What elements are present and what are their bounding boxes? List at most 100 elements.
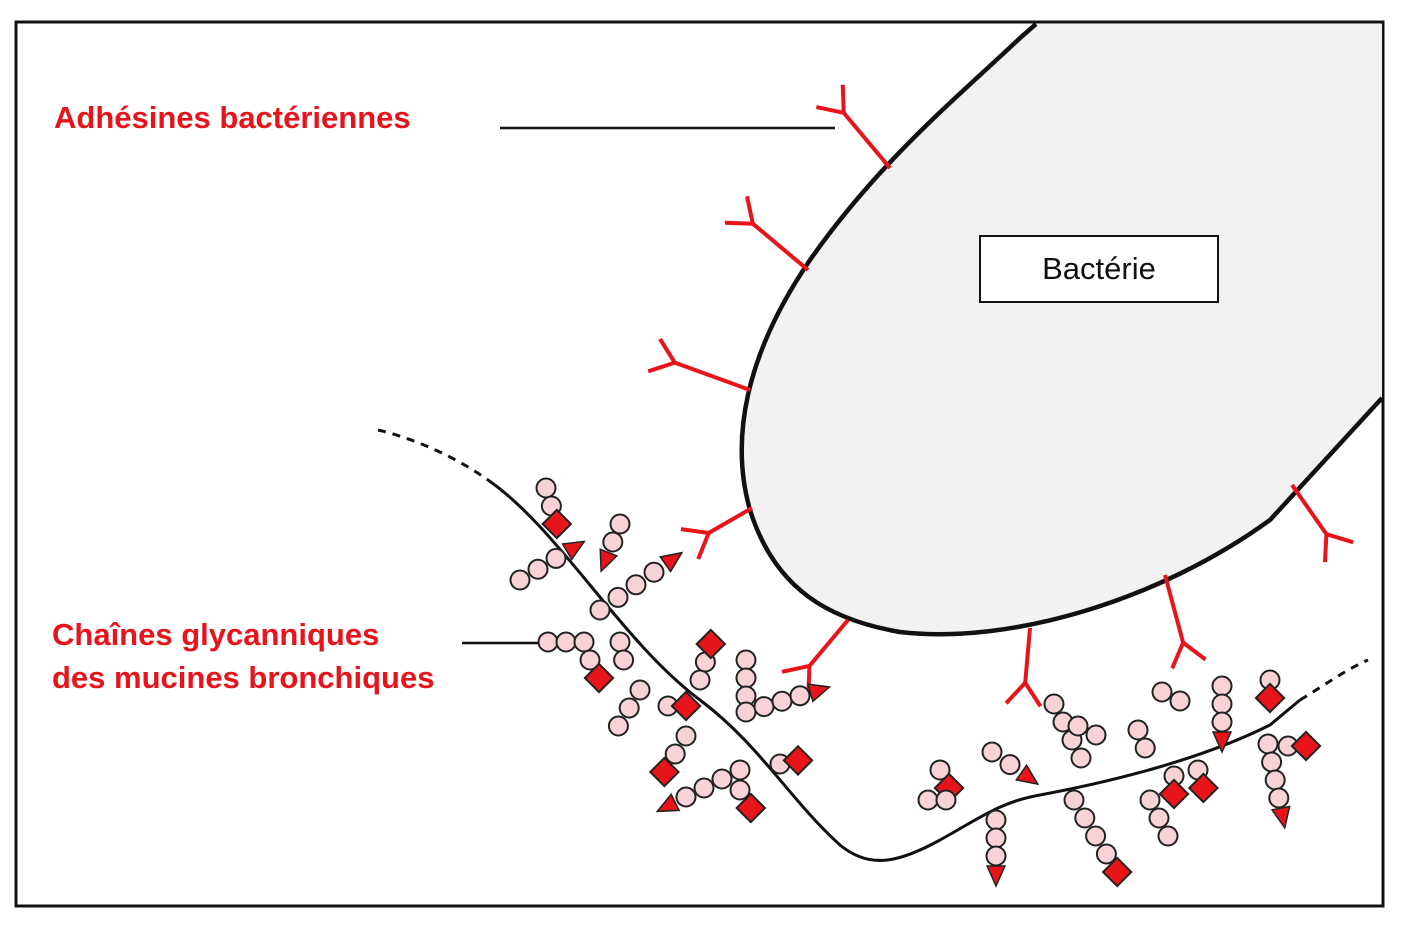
- glycan-chain: [1158, 765, 1190, 810]
- adhesin-stem: [707, 506, 754, 535]
- glycan-bead: [1095, 843, 1117, 865]
- glycan-bead: [1148, 807, 1170, 829]
- glycan-chain: [609, 631, 635, 671]
- glycan-bead: [1211, 675, 1233, 697]
- terminal-sugar-icon: [695, 628, 727, 660]
- glycan-bead: [693, 777, 715, 799]
- adhesin-icon: [647, 337, 751, 392]
- glycan-bead: [1264, 769, 1286, 791]
- glycan-bead: [753, 696, 775, 718]
- glycan-bead: [1169, 690, 1191, 712]
- adhesin-stem: [751, 222, 810, 272]
- adhesin-arm: [745, 195, 755, 225]
- glycan-chain: [1127, 719, 1156, 759]
- glycan-bead: [1139, 789, 1161, 811]
- glycan-chain: [599, 513, 631, 573]
- adhesin-stem: [1163, 574, 1186, 644]
- glycan-bead: [509, 569, 531, 591]
- adhesin-arm: [815, 105, 845, 115]
- glycan-bead: [555, 631, 577, 653]
- glycan-bead: [609, 513, 631, 535]
- terminal-sugar-icon: [583, 662, 615, 694]
- glycan-bead: [537, 631, 559, 653]
- glycan-bead: [1211, 693, 1233, 715]
- glycan-chain: [1139, 789, 1179, 847]
- terminal-sugar-icon: [541, 508, 573, 540]
- adhesin-arm: [1322, 534, 1329, 563]
- terminal-sugar-icon: [1158, 778, 1190, 810]
- terminal-arrow-icon: [1270, 805, 1291, 830]
- glycan-bead: [1211, 711, 1233, 733]
- glycan-bead: [689, 669, 711, 691]
- glycan-chain: [1257, 733, 1291, 830]
- glycan-bead: [1157, 825, 1179, 847]
- glycan-bead: [985, 827, 1007, 849]
- glycan-bead: [607, 586, 629, 608]
- glycan-bead: [735, 701, 757, 723]
- glycan-bead: [573, 631, 595, 653]
- adhesin-icon: [1163, 574, 1207, 670]
- terminal-sugar-icon: [782, 744, 814, 776]
- adhesin-arm: [1325, 532, 1354, 545]
- glycan-chain: [1067, 715, 1107, 746]
- glycan-bead: [1134, 737, 1156, 759]
- glycan-chain: [735, 649, 757, 707]
- glycan-bead: [643, 561, 665, 583]
- glycan-bead: [999, 754, 1021, 776]
- glycan-bead: [711, 768, 733, 790]
- glycan-bead: [729, 759, 751, 781]
- glycan-bead: [675, 786, 697, 808]
- adhesin-arm: [1181, 641, 1207, 662]
- adhesin-icon: [680, 506, 754, 560]
- glycan-bead: [1085, 825, 1107, 847]
- glycan-bead: [1063, 789, 1085, 811]
- adhesin-stem: [1290, 483, 1329, 536]
- glycan-chains-group: [509, 477, 1322, 888]
- terminal-sugar-icon: [1290, 730, 1322, 762]
- glycan-chain: [985, 809, 1007, 888]
- adhesin-arm: [1170, 641, 1185, 670]
- glycan-bead: [629, 679, 651, 701]
- adhesin-stem: [842, 111, 892, 170]
- glycan-bead: [985, 845, 1007, 867]
- glycan-chain: [729, 779, 767, 824]
- glycan-bead: [1074, 807, 1096, 829]
- glycan-bead: [609, 631, 631, 653]
- glycan-bead: [602, 531, 624, 553]
- glycan-chain: [1151, 681, 1191, 712]
- adhesin-icon: [1290, 483, 1354, 563]
- adhesin-arm: [1004, 681, 1027, 705]
- glycan-chain: [607, 679, 651, 737]
- glycan-bead: [625, 574, 647, 596]
- glycan-bead: [917, 789, 939, 811]
- glycan-chain: [657, 690, 702, 722]
- glycan-bead: [789, 685, 811, 707]
- terminal-arrow-icon: [599, 548, 619, 573]
- glycan-bead: [1127, 719, 1149, 741]
- adhesin-arm: [724, 220, 753, 226]
- glycan-bead: [1151, 681, 1173, 703]
- label-bacterie: Bactérie: [979, 235, 1219, 303]
- glycan-bead: [735, 667, 757, 689]
- terminal-sugar-icon: [735, 792, 767, 824]
- glycan-chain: [1277, 730, 1322, 762]
- terminal-arrow-icon: [985, 865, 1007, 888]
- adhesin-arm: [680, 527, 709, 535]
- terminal-sugar-icon: [1187, 772, 1219, 804]
- glycan-chain: [589, 551, 684, 621]
- adhesins-group: [647, 84, 1354, 708]
- glycan-bead: [1070, 747, 1092, 769]
- adhesin-arm: [658, 337, 677, 364]
- terminal-arrow-icon: [659, 551, 684, 573]
- glycan-bead: [1043, 693, 1065, 715]
- glycan-chain: [579, 649, 615, 694]
- glycan-bead: [545, 547, 567, 569]
- glycan-bead: [1067, 715, 1089, 737]
- glycan-bead: [527, 558, 549, 580]
- label-chaines-line2: des mucines bronchiques: [52, 660, 435, 695]
- glycan-bead: [607, 715, 629, 737]
- terminal-sugar-icon: [670, 690, 702, 722]
- label-chaines-line1: Chaînes glycanniques: [52, 617, 380, 652]
- glycan-chain: [1063, 789, 1133, 888]
- mucin-backbone-dotted-left: [377, 428, 489, 482]
